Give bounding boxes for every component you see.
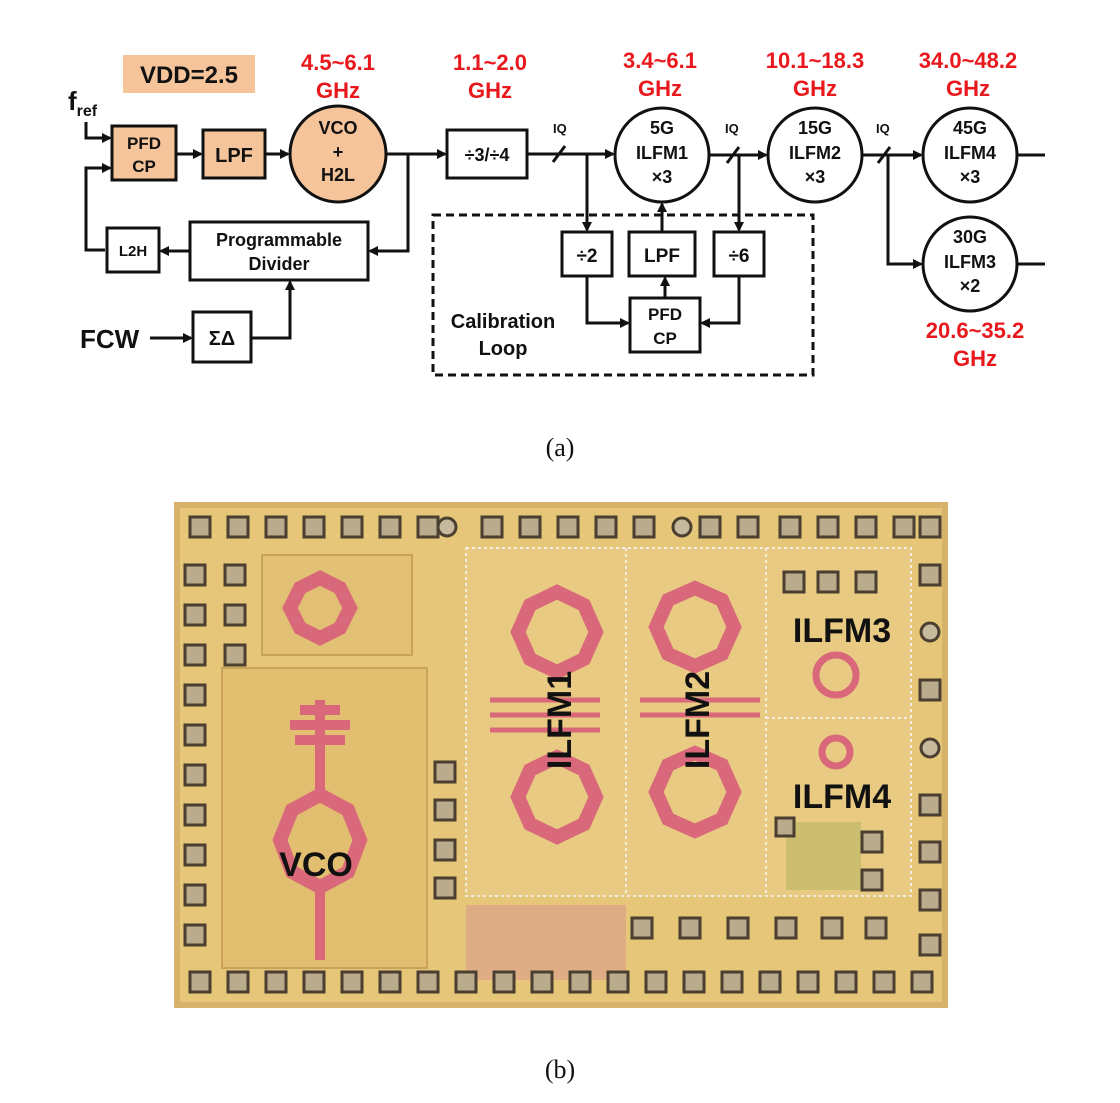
divider-3-4-label: ÷3/÷4 xyxy=(465,145,510,165)
freq-div-line1: 1.1~2.0 xyxy=(453,50,527,75)
cp-label: CP xyxy=(132,157,156,176)
die-label-ilfm2: ILFM2 xyxy=(679,671,717,769)
ilfm4-mult: ×3 xyxy=(960,167,981,187)
ilfm2-freq: 15G xyxy=(798,118,832,138)
ilfm2-mult: ×3 xyxy=(805,167,826,187)
iq-label-2: IQ xyxy=(725,121,739,136)
ilfm1-name: ILFM1 xyxy=(636,143,688,163)
freq-div-line2: GHz xyxy=(468,78,512,103)
freq-vco-line1: 4.5~6.1 xyxy=(301,50,375,75)
freq-ilfm3-line2: GHz xyxy=(953,346,997,371)
vco-label: VCO xyxy=(318,118,357,138)
freq-vco-line2: GHz xyxy=(316,78,360,103)
pfd-label: PFD xyxy=(127,134,161,153)
prog-divider-line1: Programmable xyxy=(216,230,342,250)
prog-divider-line2: Divider xyxy=(248,254,309,274)
freq-ilfm1-line2: GHz xyxy=(638,76,682,101)
fref-label: fref xyxy=(68,86,98,120)
h2l-label: H2L xyxy=(321,165,355,185)
die-label-ilfm4: ILFM4 xyxy=(793,778,891,816)
freq-ilfm3-line1: 20.6~35.2 xyxy=(926,318,1024,343)
ilfm3-freq: 30G xyxy=(953,227,987,247)
plus-label: + xyxy=(333,142,344,162)
sigma-delta-label: ΣΔ xyxy=(209,328,235,350)
div6-label: ÷6 xyxy=(729,246,750,267)
ilfm1-mult: ×3 xyxy=(652,167,673,187)
freq-ilfm2-line2: GHz xyxy=(793,76,837,101)
loop-label: Loop xyxy=(479,338,528,360)
cp2-label: CP xyxy=(653,329,677,348)
freq-ilfm4-line1: 34.0~48.2 xyxy=(919,48,1017,73)
die-photo: VCO ILFM1 ILFM2 ILFM3 ILFM4 (b) xyxy=(177,505,945,1084)
ilfm4-freq: 45G xyxy=(953,118,987,138)
caption-a: (a) xyxy=(546,433,575,462)
block-diagram: VDD=2.5 fref 4.5~6.1 GHz 1.1~2.0 GHz 3.4… xyxy=(68,48,1045,462)
die-label-ilfm3: ILFM3 xyxy=(793,612,891,650)
ilfm2-name: ILFM2 xyxy=(789,143,841,163)
l2h-label: L2H xyxy=(119,243,147,260)
fcw-label: FCW xyxy=(80,324,140,354)
lpf2-label: LPF xyxy=(644,246,680,267)
calibration-label: Calibration xyxy=(451,311,555,333)
pfd2-label: PFD xyxy=(648,305,682,324)
freq-ilfm2-line1: 10.1~18.3 xyxy=(766,48,864,73)
lpf-label: LPF xyxy=(215,145,253,167)
vdd-label: VDD=2.5 xyxy=(140,62,238,89)
iq-label-3: IQ xyxy=(876,121,890,136)
ilfm3-mult: ×2 xyxy=(960,276,981,296)
ilfm3-name: ILFM3 xyxy=(944,252,996,272)
ilfm4-name: ILFM4 xyxy=(944,143,996,163)
freq-ilfm4-line2: GHz xyxy=(946,76,990,101)
freq-ilfm1-line1: 3.4~6.1 xyxy=(623,48,697,73)
caption-b: (b) xyxy=(545,1055,575,1084)
iq-label-1: IQ xyxy=(553,121,567,136)
div2-label: ÷2 xyxy=(577,246,598,267)
die-label-ilfm1: ILFM1 xyxy=(541,671,579,769)
die-label-vco: VCO xyxy=(279,846,353,884)
ilfm1-freq: 5G xyxy=(650,118,674,138)
